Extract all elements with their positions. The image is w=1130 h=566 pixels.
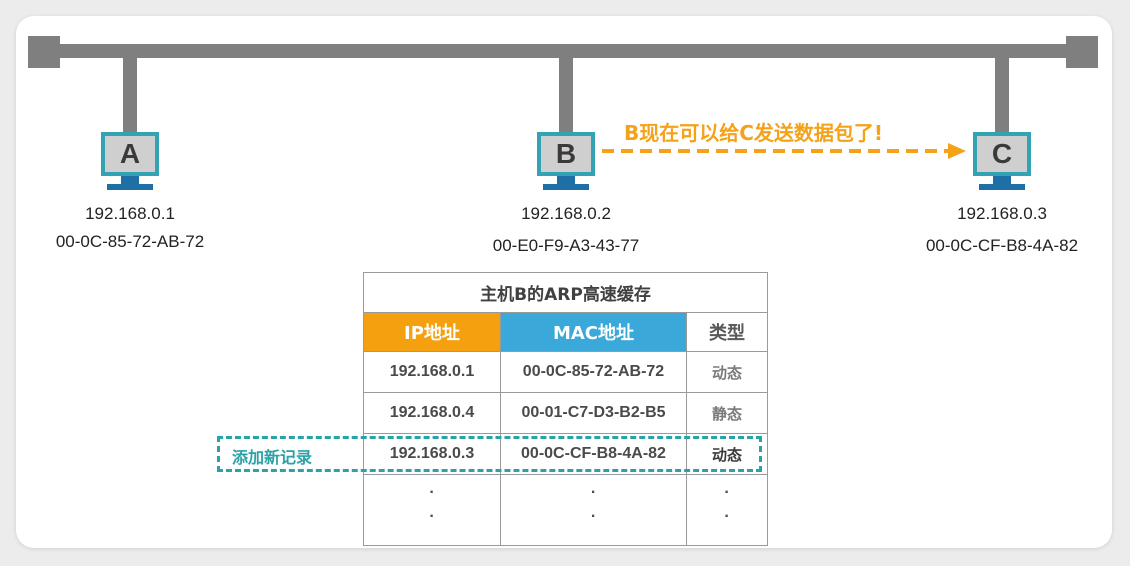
arp-table-title: 主机B的ARP高速缓存 [363, 272, 768, 313]
arrow-head-icon [948, 143, 966, 159]
ip-column-header: IP地址 [363, 312, 501, 352]
row-mac: 00-0C-CF-B8-4A-82 [500, 433, 687, 475]
ellipsis-dot: · [590, 508, 597, 525]
host-b: B [537, 132, 595, 190]
host-b-ip: 192.168.0.2 [521, 204, 611, 223]
row-type: 静态 [686, 392, 768, 434]
monitor-stand [557, 176, 575, 184]
diagram-canvas: A 192.168.0.1 00-0C-85-72-AB-72 B 192.16… [16, 16, 1112, 548]
ellipsis-dot: · [724, 508, 730, 525]
row-type: 动态 [686, 351, 768, 393]
row-mac: 00-0C-85-72-AB-72 [500, 351, 687, 393]
host-a-mac: 00-0C-85-72-AB-72 [55, 232, 205, 251]
host-a: A [101, 132, 159, 190]
host-c: C [973, 132, 1031, 190]
host-a-link [123, 56, 137, 136]
network-bus [30, 44, 1096, 58]
row-ip: 192.168.0.4 [363, 392, 501, 434]
host-c-ip: 192.168.0.3 [957, 204, 1047, 223]
host-b-link [559, 56, 573, 136]
host-c-link [995, 56, 1009, 136]
host-label: C [991, 138, 1013, 169]
ellipsis-dot: · [724, 484, 730, 501]
monitor-base [979, 184, 1025, 190]
ellipsis-dot: · [590, 484, 597, 501]
ellipsis-cell: ·· [686, 474, 768, 546]
table-row: 192.168.0.4 00-01-C7-D3-B2-B5 静态 [363, 392, 768, 434]
host-a-ip: 192.168.0.1 [85, 204, 175, 223]
arp-table-header: IP地址 MAC地址 类型 [363, 312, 768, 352]
ellipsis-dot: · [429, 508, 435, 525]
computer-icon: B [537, 132, 595, 176]
table-row: 192.168.0.3 00-0C-CF-B8-4A-82 动态 [363, 433, 768, 475]
monitor-base [543, 184, 589, 190]
host-label: A [119, 138, 141, 169]
host-b-mac: 00-E0-F9-A3-43-77 [492, 236, 640, 255]
row-ip: 192.168.0.1 [363, 351, 501, 393]
transmission-label: B现在可以给C发送数据包了! [620, 117, 888, 146]
ellipsis-dot: · [429, 484, 435, 501]
bus-terminator-left [28, 36, 60, 68]
bus-terminator-right [1066, 36, 1098, 68]
ellipsis-cell: ·· [500, 474, 687, 546]
monitor-stand [121, 176, 139, 184]
mac-column-header: MAC地址 [500, 312, 687, 352]
arp-cache-table: 主机B的ARP高速缓存 IP地址 MAC地址 类型 192.168.0.1 00… [363, 272, 768, 546]
row-mac: 00-01-C7-D3-B2-B5 [500, 392, 687, 434]
table-row: 192.168.0.1 00-0C-85-72-AB-72 动态 [363, 351, 768, 393]
new-record-label: 添加新记录 [232, 448, 313, 467]
host-c-mac: 00-0C-CF-B8-4A-82 [925, 236, 1079, 255]
monitor-base [107, 184, 153, 190]
computer-icon: C [973, 132, 1031, 176]
table-row-ellipsis: ·· ·· ·· [363, 474, 768, 546]
monitor-stand [993, 176, 1011, 184]
computer-icon: A [101, 132, 159, 176]
host-label: B [555, 138, 577, 169]
type-column-header: 类型 [686, 312, 768, 352]
transmission-arrow [602, 143, 966, 159]
ellipsis-cell: ·· [363, 474, 501, 546]
new-record-highlight [217, 436, 762, 472]
